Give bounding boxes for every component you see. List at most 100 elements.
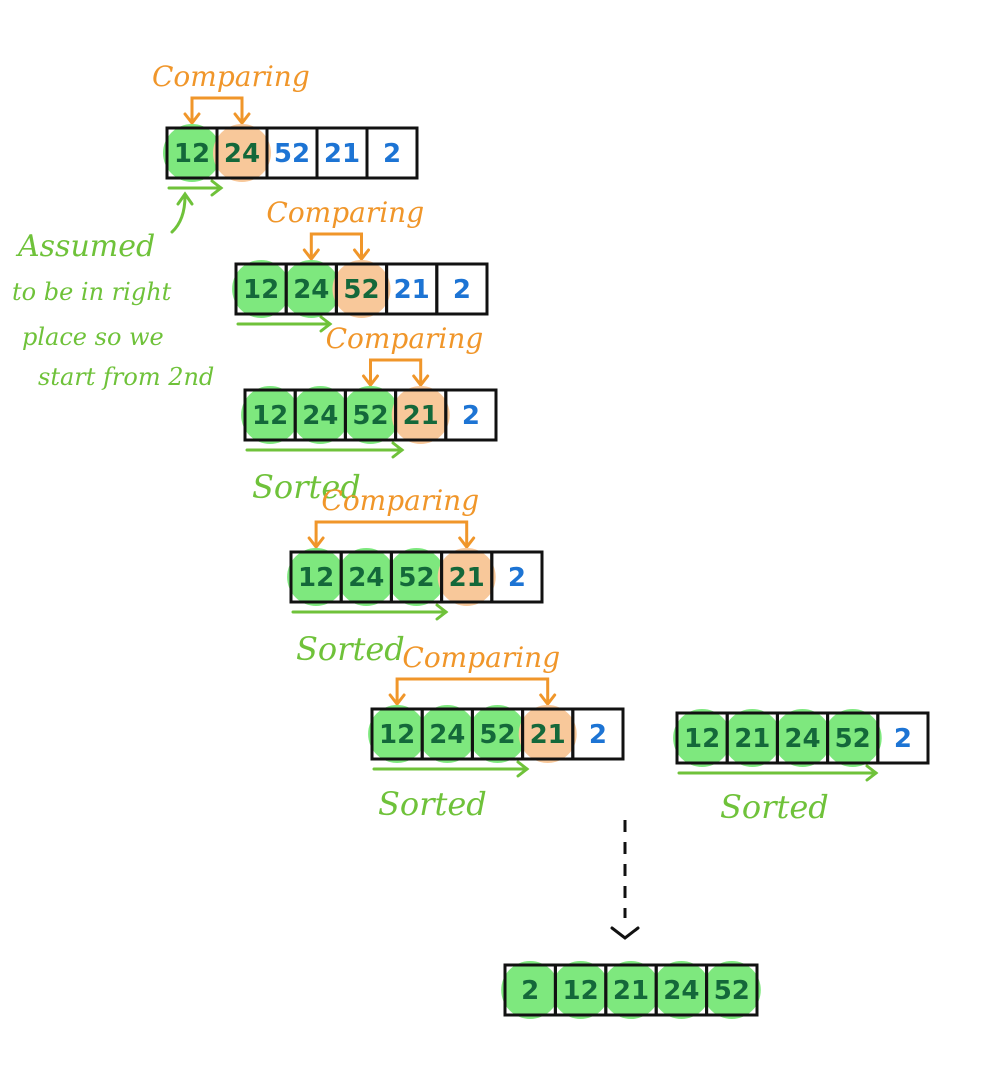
- cell-value: 52: [274, 139, 310, 169]
- array-cell: [571, 707, 625, 761]
- comparing-arrowhead-left: [307, 536, 325, 550]
- note-pointer-arrowhead: [176, 191, 194, 206]
- cell-value: 52: [343, 275, 379, 305]
- cell-value: 12: [243, 275, 279, 305]
- comparing-arrowhead-left: [183, 112, 201, 126]
- cell-value: 2: [894, 724, 912, 754]
- sorted-arrow-head: [319, 315, 333, 333]
- sorted-highlight: [501, 961, 560, 1019]
- array-cell: [365, 126, 419, 180]
- comparing-bracket: [190, 96, 244, 122]
- array-cell: [490, 550, 544, 604]
- dashed-down-arrow: [610, 820, 640, 940]
- comparing-arrowhead-right: [458, 536, 476, 550]
- comparing-label: Comparing: [402, 641, 560, 674]
- sorted-highlight: [823, 709, 882, 767]
- comparing-arrowhead-left: [388, 693, 406, 707]
- cell-value: 24: [784, 724, 820, 754]
- cell-value: 2: [462, 401, 480, 431]
- comparing-bracket: [369, 358, 423, 384]
- cell-value: 2: [453, 275, 471, 305]
- sorted-highlight: [368, 705, 427, 763]
- sorted-highlight: [287, 548, 346, 606]
- cell-value: 52: [714, 976, 750, 1006]
- comparing-arrowhead-right: [539, 693, 557, 707]
- sorted-highlight: [673, 709, 732, 767]
- sorted-highlight: [468, 705, 527, 763]
- note-line-2: to be in right: [12, 278, 172, 306]
- cell-value: 52: [835, 724, 871, 754]
- comparing-bracket: [314, 520, 469, 546]
- cell-value: 21: [734, 724, 770, 754]
- comparing-label: Comparing: [326, 322, 484, 355]
- cell-value: 12: [379, 720, 415, 750]
- cell-value: 21: [403, 401, 439, 431]
- cell-value: 2: [521, 976, 539, 1006]
- sorted-arrow-head: [865, 764, 879, 782]
- cell-value: 52: [352, 401, 388, 431]
- compare-highlight: [518, 705, 577, 763]
- sorted-highlight: [702, 961, 761, 1019]
- sorted-label: Sorted: [296, 630, 405, 668]
- sorted-highlight: [418, 705, 477, 763]
- cell-value: 2: [589, 720, 607, 750]
- sorted-highlight: [241, 386, 300, 444]
- compare-highlight: [332, 260, 391, 318]
- cell-value: 24: [293, 275, 329, 305]
- array-cell: [876, 711, 930, 765]
- comparing-arrowhead-right: [412, 374, 430, 388]
- array-cell: [705, 963, 759, 1017]
- sorted-highlight: [337, 548, 396, 606]
- cell-value: 21: [394, 275, 430, 305]
- sorted-highlight: [232, 260, 291, 318]
- compare-highlight: [437, 548, 496, 606]
- sorted-label: Sorted: [252, 468, 361, 506]
- cell-value: 2: [383, 139, 401, 169]
- cell-value: 12: [174, 139, 210, 169]
- comparing-arrowhead-right: [353, 248, 370, 262]
- cell-value: 12: [684, 724, 720, 754]
- sorted-highlight: [291, 386, 350, 444]
- compare-highlight: [391, 386, 450, 444]
- cell-value: 52: [479, 720, 515, 750]
- cell-value: 12: [563, 976, 599, 1006]
- comparing-arrowhead-right: [233, 112, 251, 126]
- sorted-highlight: [282, 260, 341, 318]
- comparing-arrowhead-left: [362, 374, 379, 388]
- sorted-arrow-head: [435, 603, 449, 621]
- sorted-arrow-head: [391, 441, 405, 459]
- array-cell: [435, 262, 489, 316]
- compare-highlight: [213, 124, 271, 182]
- sorted-highlight: [551, 961, 610, 1019]
- cell-value: 24: [348, 563, 384, 593]
- array-cell: [444, 388, 498, 442]
- cell-value: 24: [429, 720, 465, 750]
- cell-value: 21: [530, 720, 566, 750]
- assumed-note: Assumed to be in right place so we start…: [12, 191, 214, 391]
- note-line-3: place so we: [22, 323, 164, 351]
- cell-value: 24: [224, 139, 260, 169]
- sorted-highlight: [652, 961, 711, 1019]
- comparing-bracket: [309, 232, 363, 258]
- cell-value: 12: [252, 401, 288, 431]
- sorted-arrow-head: [210, 179, 224, 197]
- comparing-label: Comparing: [321, 484, 479, 517]
- note-pointer-arrow: [170, 194, 187, 234]
- sorted-arrow-head: [516, 760, 530, 778]
- cell-value: 21: [449, 563, 485, 593]
- cell-value: 12: [298, 563, 334, 593]
- sorted-highlight: [163, 124, 221, 182]
- comparing-bracket: [395, 677, 550, 703]
- cell-value: 24: [302, 401, 338, 431]
- cell-value: 2: [508, 563, 526, 593]
- cell-value: 21: [613, 976, 649, 1006]
- sorted-highlight: [602, 961, 660, 1019]
- cell-value: 21: [324, 139, 360, 169]
- cell-value: 52: [398, 563, 434, 593]
